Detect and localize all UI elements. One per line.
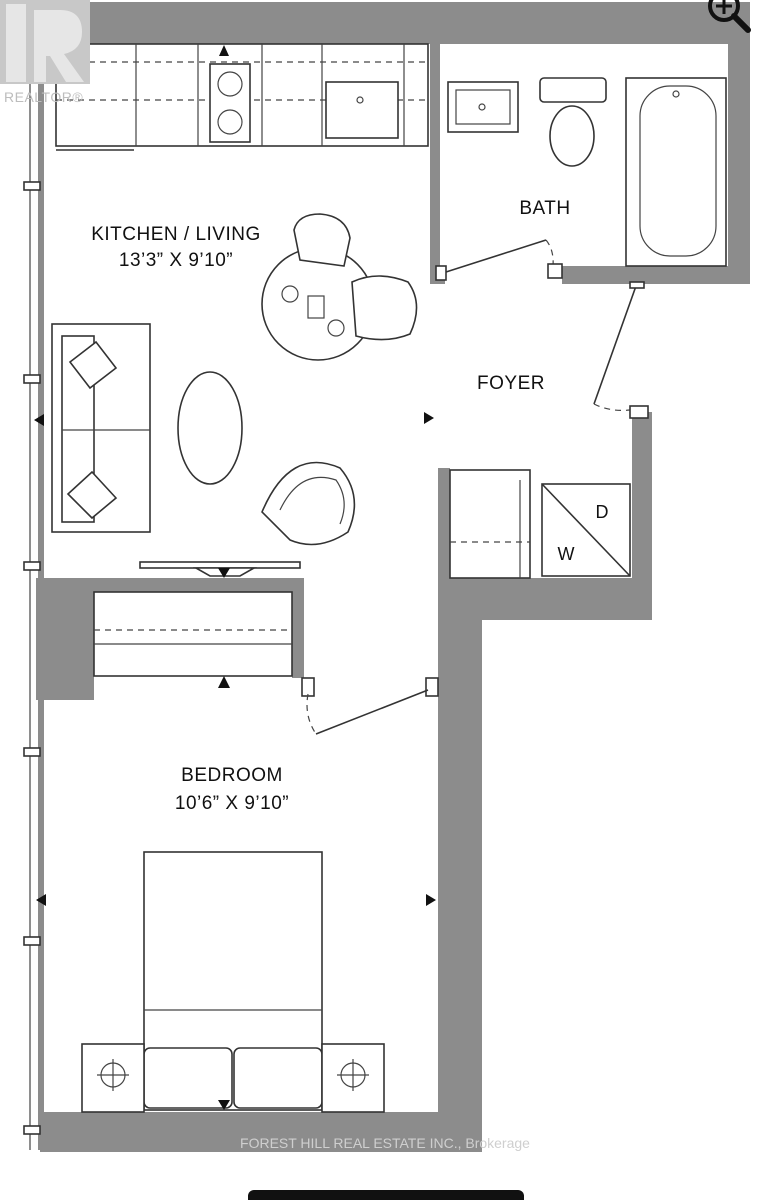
kitchen-living-dimensions: 13’3” X 9’10”: [119, 250, 233, 271]
bedroom-name: BEDROOM: [181, 765, 283, 786]
kitchen-living-name: KITCHEN / LIVING: [91, 224, 261, 245]
direction-arrows: [34, 45, 436, 1110]
washer-label: W: [558, 544, 575, 564]
bedroom-closet: [93, 591, 293, 677]
bedroom-dimensions: 10’6” X 9’10”: [175, 793, 289, 814]
bedroom-door: [301, 677, 439, 735]
dryer-label: D: [596, 502, 609, 522]
home-indicator[interactable]: [248, 1190, 524, 1200]
walls: [36, 2, 750, 1152]
bath-name: BATH: [519, 198, 570, 219]
window-marks: [23, 44, 41, 1150]
kitchen-counter: [55, 43, 429, 151]
bath-door: [435, 239, 563, 281]
foyer-name: FOYER: [477, 373, 545, 394]
realtor-brand-text: REALTOR®: [4, 89, 83, 105]
foyer-door: [593, 281, 649, 419]
realtor-logo[interactable]: REALTOR®: [0, 0, 90, 105]
bedroom-furniture: [81, 851, 385, 1113]
zoom-in-icon[interactable]: [708, 0, 751, 33]
laundry-closet: [449, 469, 631, 579]
living-furniture: [51, 213, 418, 577]
bath-fixtures: [447, 77, 727, 267]
brokerage-watermark: FOREST HILL REAL ESTATE INC., Brokerage: [240, 1135, 530, 1151]
